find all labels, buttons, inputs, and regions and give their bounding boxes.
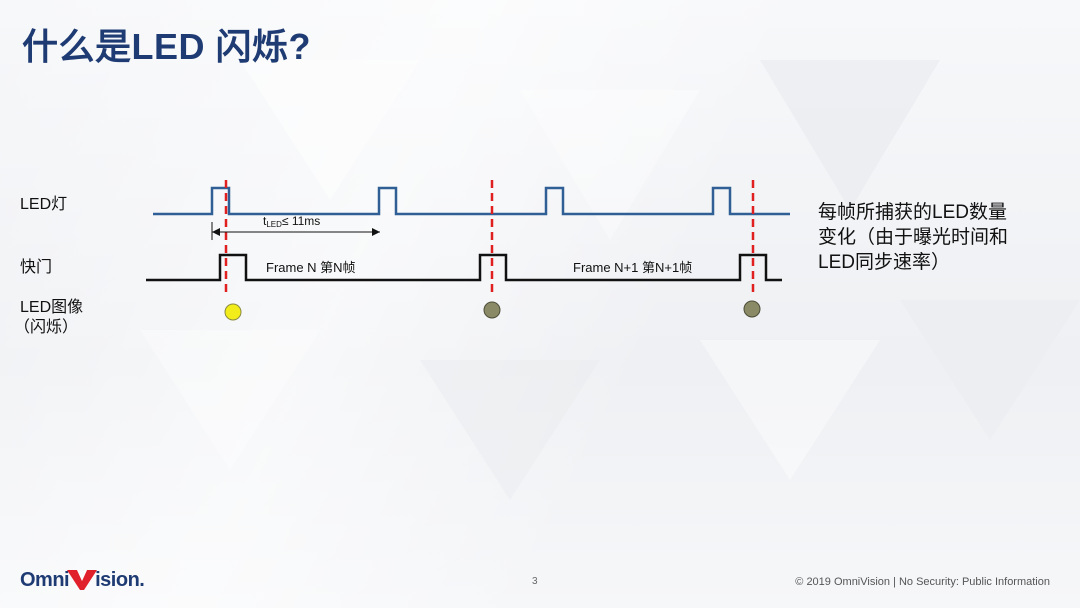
footer-copyright: © 2019 OmniVision | No Security: Public … <box>795 576 1050 588</box>
led-image-dot-1 <box>224 303 242 321</box>
logo-v-mark-icon <box>67 570 98 590</box>
side-note-line: 每帧所捕获的LED数量 <box>818 202 1007 223</box>
row-label-led: LED灯 <box>20 196 68 213</box>
omnivision-logo: Omni ision. <box>20 568 145 591</box>
side-note-line: 变化（由于曝光时间和 <box>818 227 1009 248</box>
frame-n-label: Frame N 第N帧 <box>266 260 356 275</box>
side-note: 每帧所捕获的LED数量 变化（由于曝光时间和 LED同步速率） <box>818 200 1058 275</box>
led-signal-waveform <box>153 186 790 216</box>
tled-label: tLED≤ 11ms <box>263 214 321 229</box>
page-number: 3 <box>532 576 538 587</box>
led-image-dot-3 <box>743 300 761 318</box>
tled-dimension-arrow <box>211 222 380 240</box>
led-image-dot-2 <box>483 301 501 319</box>
slide-title: 什么是LED 闪烁? <box>22 26 311 67</box>
frame-n1-label: Frame N+1 第N+1帧 <box>573 260 693 275</box>
row-label-shutter: 快门 <box>20 259 53 276</box>
row-label-image: LED图像 <box>20 299 84 316</box>
row-label-image-sub: （闪烁） <box>14 319 79 336</box>
side-note-line: LED同步速率） <box>818 252 950 273</box>
shutter-signal-waveform <box>146 253 782 282</box>
